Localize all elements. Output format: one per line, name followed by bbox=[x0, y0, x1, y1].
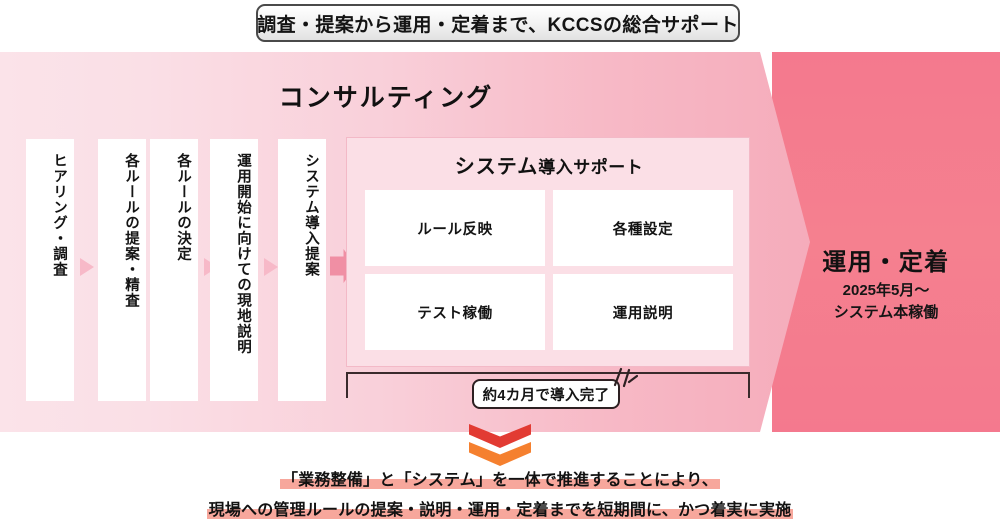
system-support-panel: システム導入サポート ルール反映 各種設定 テスト稼働 運用説明 bbox=[346, 137, 750, 367]
operation-panel-title: 運用・定着 bbox=[822, 249, 950, 276]
system-support-title: システム導入サポート bbox=[347, 150, 751, 179]
operation-panel-subtitle: 2025年5月～ システム本稼働 bbox=[772, 280, 1000, 324]
step-box-2: 各ルールの提案・精査 bbox=[98, 139, 146, 401]
system-task-cell: 各種設定 bbox=[553, 190, 733, 266]
summary-line: 現場への管理ルールの提案・説明・運用・定着までを短期間に、かつ着実に実施 bbox=[0, 496, 1000, 526]
summary-line: 「業務整備」と「システム」を一体で推進することにより、 bbox=[0, 466, 1000, 496]
summary-line-2: 現場への管理ルールの提案・説明・運用・定着までを短期間に、かつ着実に実施 bbox=[206, 502, 794, 519]
down-chevrons bbox=[469, 424, 531, 466]
title-banner: 調査・提案から運用・定着まで、KCCSの総合サポート bbox=[256, 4, 740, 42]
step-box-4: 運用開始に向けての現地説明 bbox=[210, 139, 258, 401]
system-task-cell: テスト稼働 bbox=[365, 274, 545, 350]
duration-label: 約4カ月で導入完了 bbox=[472, 379, 620, 409]
operation-system-live: システム本稼働 bbox=[833, 304, 939, 321]
step-box-3: 各ルールの決定 bbox=[150, 139, 198, 401]
system-support-title-strong: システム bbox=[454, 156, 539, 178]
consulting-title: コンサルティング bbox=[278, 84, 494, 112]
step-box-1: ヒアリング・調査 bbox=[26, 139, 74, 401]
operation-panel-background bbox=[772, 52, 1000, 432]
system-task-cell: ルール反映 bbox=[365, 190, 545, 266]
system-support-title-light: 導入サポート bbox=[538, 158, 644, 177]
chevron-down-icon bbox=[469, 424, 531, 448]
title-banner-text: 調査・提案から運用・定着まで、KCCSの総合サポート bbox=[257, 14, 739, 36]
sparkle-icon bbox=[613, 367, 638, 388]
step-box-5: システム導入提案 bbox=[278, 139, 326, 401]
system-task-cell: 運用説明 bbox=[553, 274, 733, 350]
summary-statement: 「業務整備」と「システム」を一体で推進することにより、 現場への管理ルールの提案… bbox=[0, 466, 1000, 526]
operation-start-date: 2025年5月～ bbox=[842, 282, 930, 299]
system-support-grid: ルール反映 各種設定 テスト稼働 運用説明 bbox=[365, 190, 733, 350]
summary-line-1: 「業務整備」と「システム」を一体で推進することにより、 bbox=[280, 472, 720, 489]
